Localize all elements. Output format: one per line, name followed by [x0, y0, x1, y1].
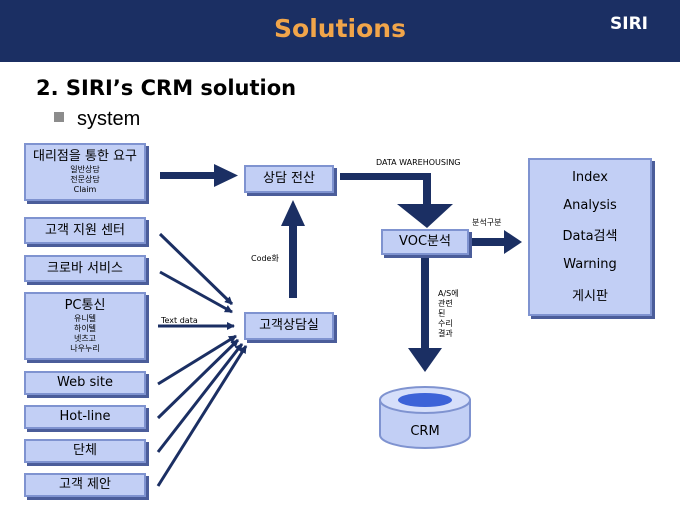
- crm-database-icon: [379, 386, 471, 449]
- source-hotline: Hot-line: [24, 405, 146, 429]
- brand-logo-text: SIRI: [610, 14, 648, 34]
- node-counsel-room: 고객상담실: [244, 312, 334, 340]
- source-label: PC통신: [64, 298, 106, 313]
- header-bar: Solutions SIRI: [0, 0, 680, 62]
- label-line: 관련: [438, 299, 453, 308]
- label-classification: 분석구분: [472, 218, 502, 227]
- arrow-room-to-counsel-system: [281, 200, 305, 298]
- label-text-data: Text data: [161, 316, 198, 325]
- arrow-support-center: [158, 232, 234, 306]
- label-line: A/S에: [438, 289, 459, 298]
- arrow-voc-to-outputs: [472, 230, 522, 254]
- source-sub-label: 나우누리: [70, 344, 100, 353]
- source-sub-label: 넷츠고: [73, 334, 97, 343]
- section-title: 2. SIRI’s CRM solution: [36, 76, 297, 100]
- bullet-icon: [54, 112, 64, 122]
- source-sub-label: Claim: [73, 185, 97, 194]
- node-voc-analysis: VOC분석: [381, 229, 469, 255]
- source-sub-label: 일반상담: [70, 165, 100, 174]
- source-customer-proposal: 고객 제안: [24, 473, 146, 497]
- output-item: Warning: [563, 257, 617, 273]
- arrow-crobar-service: [159, 270, 233, 314]
- subtitle: system: [77, 108, 141, 130]
- label-code: Code화: [251, 254, 279, 263]
- arrow-customer-proposal: [156, 345, 248, 487]
- label-as-related: A/S에 관련 된 수리 결과: [438, 289, 459, 339]
- node-label: 상담 전산: [263, 171, 315, 186]
- source-website: Web site: [24, 371, 146, 395]
- output-item: Data검색: [562, 229, 618, 245]
- source-pc-network: PC통신 유니텔 하이텔 넷츠고 나우누리: [24, 292, 146, 360]
- source-dealer-request: 대리점을 통한 요구 일반상담 전문상담 Claim: [24, 143, 146, 201]
- source-group: 단체: [24, 439, 146, 463]
- node-label: VOC분석: [399, 234, 451, 249]
- source-label: 대리점을 통한 요구: [33, 149, 137, 164]
- label-line: 결과: [438, 329, 453, 338]
- source-label: 단체: [73, 443, 97, 458]
- source-label: Hot-line: [59, 409, 111, 424]
- label-data-warehousing: DATA WAREHOUSING: [376, 158, 461, 167]
- arrow-website: [157, 334, 237, 386]
- output-item: Index: [572, 170, 608, 186]
- source-label: 고객 지원 센터: [44, 222, 126, 238]
- source-sub-label: 전문상담: [70, 175, 100, 184]
- node-label: 고객상담실: [259, 318, 319, 333]
- arrow-warehousing-to-voc: [340, 173, 453, 228]
- label-line: 된: [438, 309, 446, 318]
- arrow-request-to-counsel-system: [160, 164, 238, 187]
- arrow-voc-to-crm: [408, 258, 442, 372]
- node-counsel-system: 상담 전산: [244, 165, 334, 193]
- arrow-hotline: [156, 338, 240, 420]
- output-functions-box: Index Analysis Data검색 Warning 게시판: [528, 158, 652, 316]
- source-sub-label: 유니텔: [73, 314, 97, 323]
- page-title: Solutions: [274, 14, 406, 43]
- source-label: 크로바 서비스: [47, 260, 123, 276]
- node-crm-label: CRM: [410, 424, 440, 439]
- thin-arrows-to-counsel-room: [156, 232, 248, 487]
- source-crobar-service: 크로바 서비스: [24, 255, 146, 282]
- label-line: 수리: [438, 319, 453, 328]
- source-label: Web site: [57, 375, 113, 390]
- output-item: Analysis: [563, 197, 617, 213]
- output-item: 게시판: [572, 288, 608, 304]
- arrow-group: [156, 343, 244, 453]
- source-sub-label: 하이텔: [73, 324, 97, 333]
- source-label: 고객 제안: [59, 477, 111, 492]
- source-support-center: 고객 지원 센터: [24, 217, 146, 244]
